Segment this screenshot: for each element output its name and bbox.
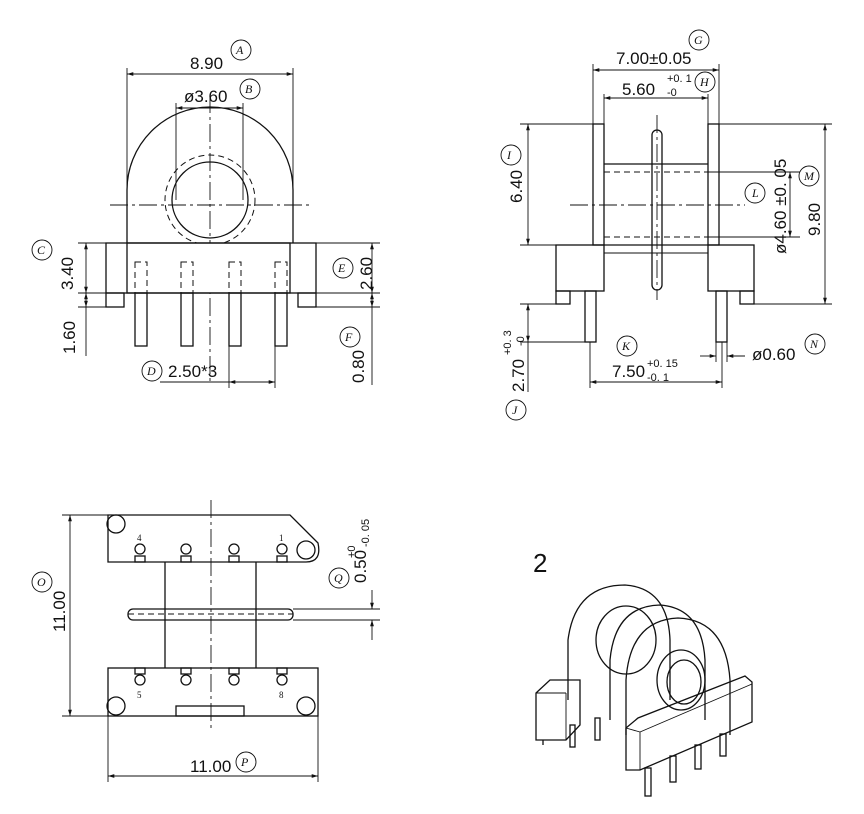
- dim-c-tag: C: [37, 243, 46, 257]
- dim-m-value: 9.80: [805, 203, 824, 236]
- dim-k-tol-minus: -0. 1: [647, 372, 669, 384]
- dim-p-tag: P: [240, 755, 249, 769]
- pin-number-5: 5: [137, 690, 142, 700]
- dim-q-tag: Q: [334, 571, 343, 585]
- dim-c-value: 3.40: [58, 257, 77, 290]
- dim-h-value: 5.60: [622, 80, 655, 99]
- dim-a-tag: A: [235, 43, 244, 57]
- pin-number-8: 8: [279, 690, 284, 700]
- dim-e-value: 2.60: [357, 257, 376, 290]
- front-view: 8.90 A ø3.60 B 3.40 C 1.60 D 2.50*3: [31, 39, 380, 388]
- dim-k-value: 7.50: [612, 362, 645, 381]
- dim-d-value: 2.50*3: [168, 362, 217, 381]
- dim-n-value: ø0.60: [752, 345, 795, 364]
- dim-f-tag: F: [344, 330, 353, 344]
- dim-p-value: 11.00: [190, 757, 231, 776]
- bottom-view: 4 1 5 8 11.00 O 11.00: [31, 500, 380, 782]
- dim-o-value: 11.00: [50, 591, 69, 632]
- dim-j-tol-minus: -0: [515, 336, 527, 346]
- dim-j-value: 2.70: [509, 359, 528, 392]
- dim-l-tag: L: [751, 186, 759, 200]
- side-view: 7.00±0.05 G 5.60 +0. 1 -0 H 6.40 I 2.70 …: [500, 29, 832, 421]
- dim-q-tol-minus: -0. 05: [360, 519, 372, 547]
- dim-a-value: 8.90: [190, 54, 223, 73]
- pin-number-1: 1: [279, 533, 284, 543]
- dim-j-tol-plus: +0. 3: [502, 330, 514, 355]
- dim-e-tag: E: [337, 261, 346, 275]
- dim-f-value: 0.80: [349, 350, 368, 383]
- dim-m-tag: M: [803, 169, 815, 183]
- dim-b-tag: B: [245, 82, 253, 96]
- dim-h-tol-plus: +0. 1: [667, 73, 692, 85]
- dim-o-tag: O: [37, 575, 46, 589]
- dim-n-tag: N: [809, 337, 819, 351]
- dim-q-tol-plus: +0: [346, 545, 358, 558]
- dim-g-tag: G: [694, 33, 703, 47]
- dim-pin-value: 1.60: [60, 321, 79, 354]
- dim-q-value: 0.50: [351, 550, 370, 583]
- dim-b-value: ø3.60: [184, 87, 227, 106]
- dim-j-tag: J: [512, 403, 518, 417]
- dim-h-tol-minus: -0: [667, 87, 677, 99]
- pin-number-4: 4: [137, 533, 142, 543]
- dim-i-tag: I: [506, 148, 512, 162]
- dim-l-value: ø4.60 ±0. 05: [771, 159, 790, 254]
- dim-k-tag: K: [621, 339, 631, 353]
- dim-i-value: 6.40: [507, 170, 526, 203]
- iso-view-label: 2: [533, 548, 547, 578]
- isometric-view: 2: [533, 548, 753, 797]
- dim-g-value: 7.00±0.05: [616, 49, 692, 68]
- dim-h-tag: H: [699, 75, 710, 89]
- dim-d-tag: D: [146, 364, 156, 378]
- dim-k-tol-plus: +0. 15: [647, 358, 678, 370]
